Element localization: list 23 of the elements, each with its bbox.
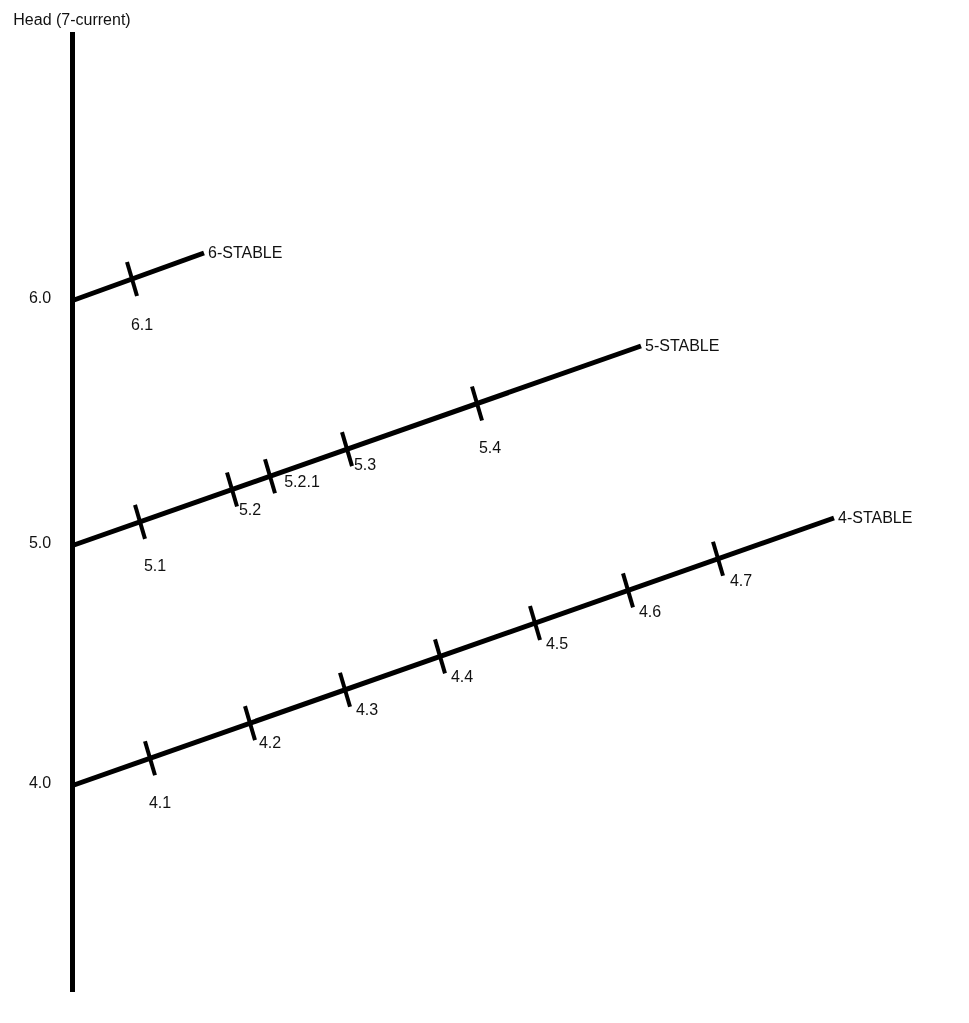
version-label: 4.3 [355, 701, 379, 719]
version-label: 6.1 [130, 316, 154, 334]
version-label: 4.6 [638, 603, 662, 621]
branch-line [73, 250, 205, 303]
version-label: 5.2 [238, 501, 262, 519]
branch-name: 5-STABLE [645, 337, 720, 355]
branch-line [73, 515, 835, 788]
branch-line [73, 343, 642, 548]
version-label: 5.2.1 [284, 473, 320, 491]
version-label: 5.0 [28, 534, 52, 552]
version-label: 4.4 [450, 668, 474, 686]
version-label: 4.7 [729, 572, 753, 590]
version-label: 4.0 [28, 774, 52, 792]
version-label: 4.2 [258, 734, 282, 752]
branch-name: 6-STABLE [208, 244, 283, 262]
version-label: 5.4 [478, 439, 502, 457]
branch-name: Head (7-current) [12, 10, 132, 30]
version-label: 4.5 [545, 635, 569, 653]
branch-name: 4-STABLE [838, 509, 913, 527]
version-label: 6.0 [28, 289, 52, 307]
version-label: 5.1 [143, 557, 167, 575]
version-label: 4.1 [148, 794, 172, 812]
version-label: 5.3 [353, 456, 377, 474]
